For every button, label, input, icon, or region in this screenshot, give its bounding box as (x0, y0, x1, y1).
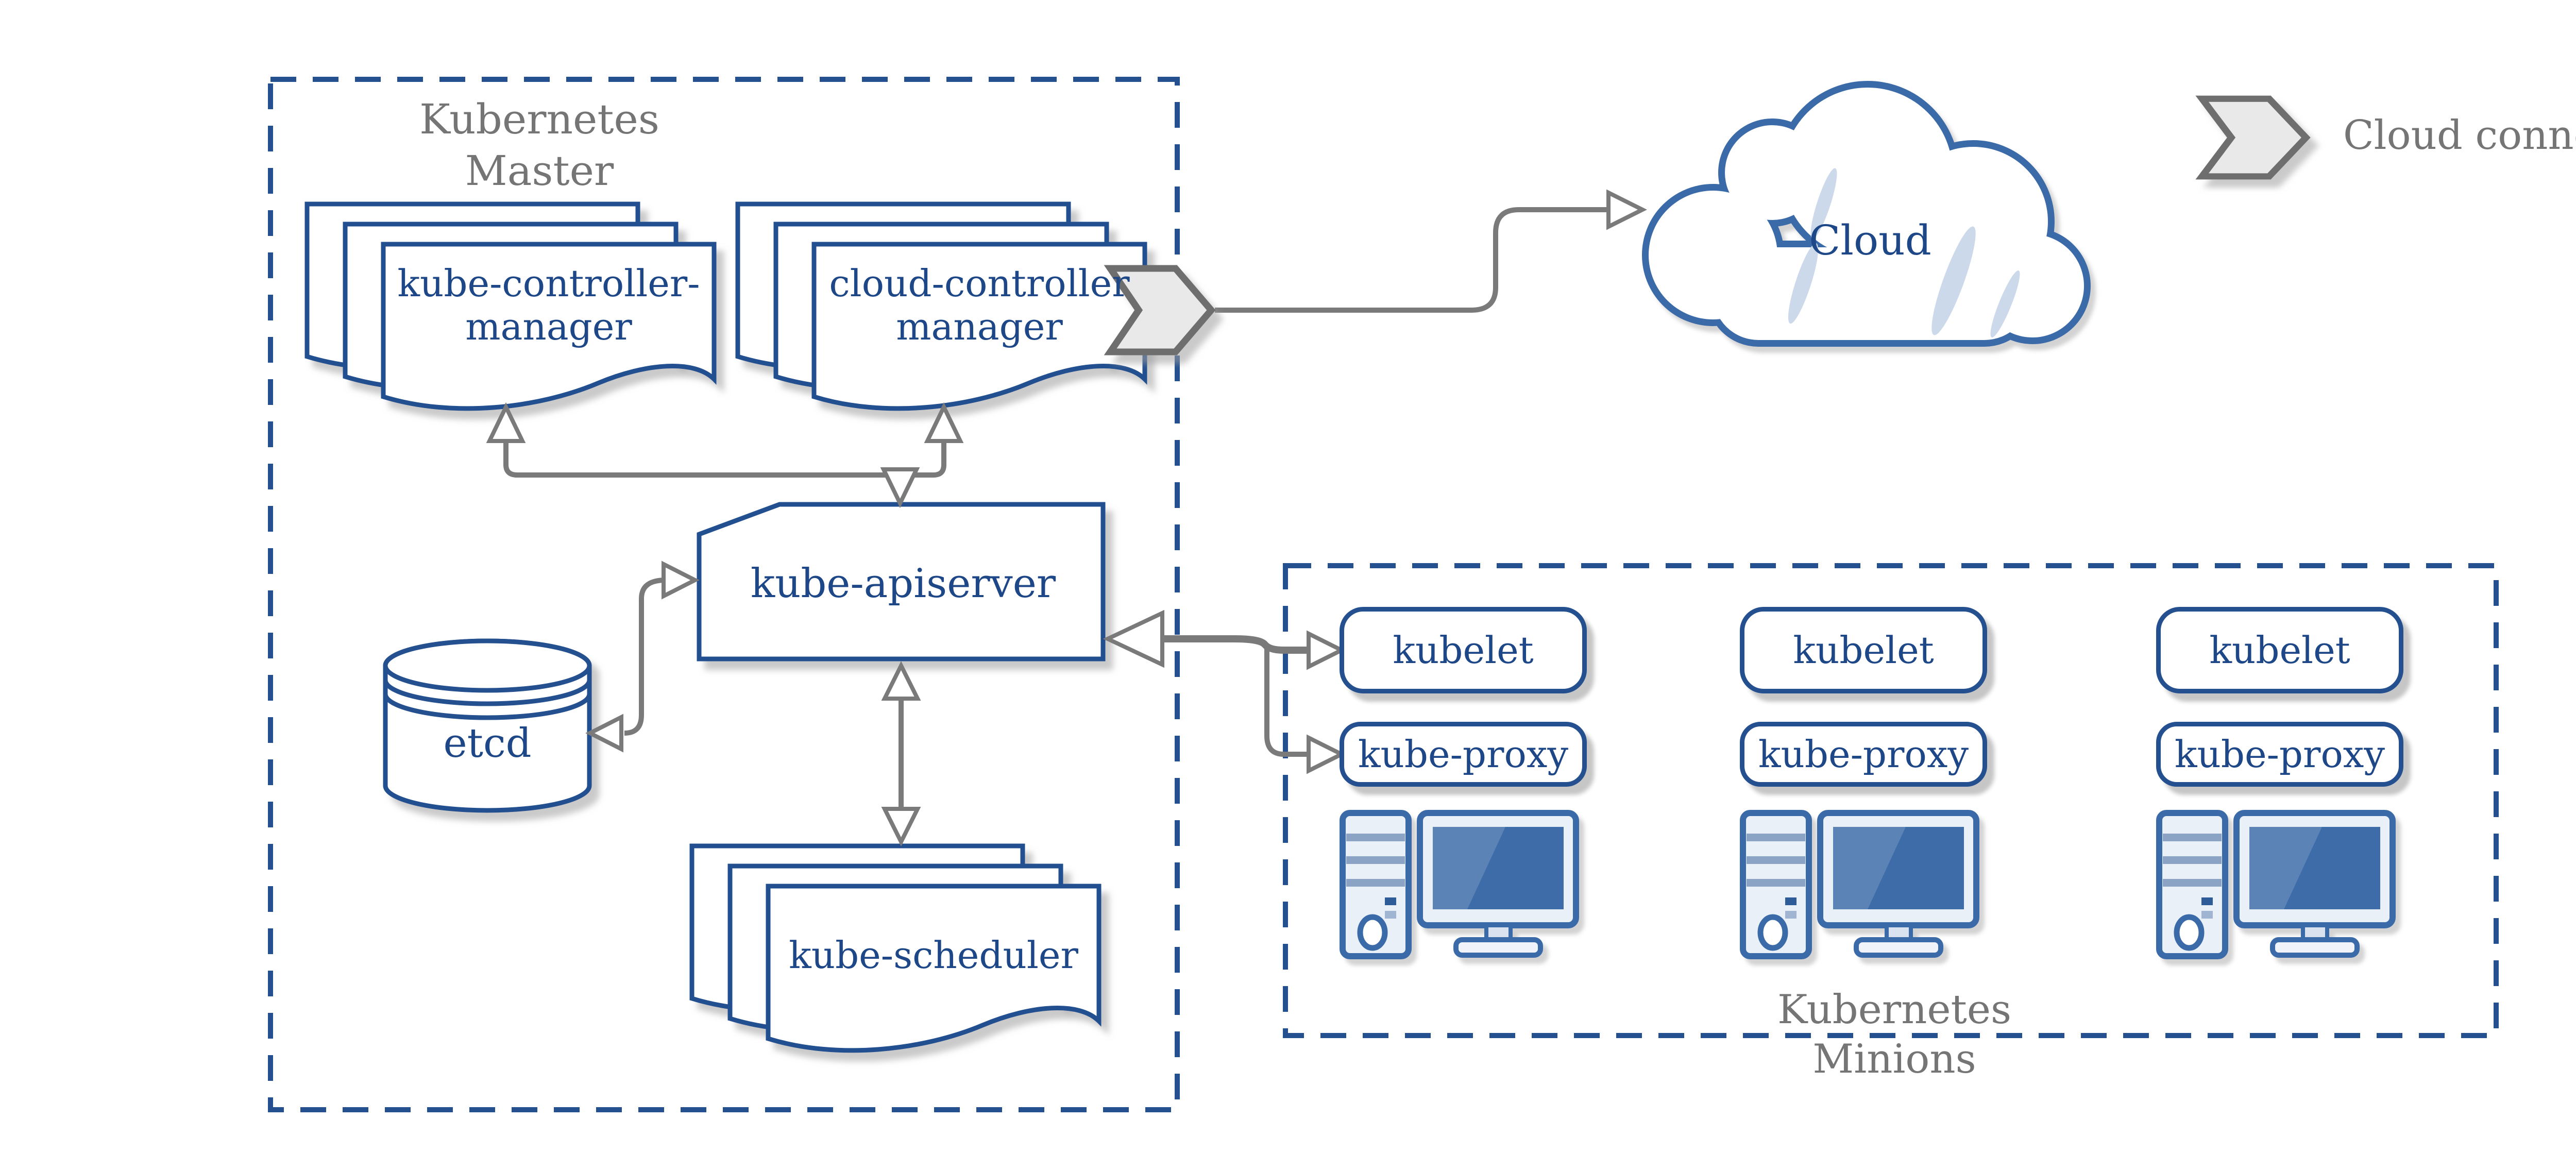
kube-scheduler-label: kube-scheduler (789, 934, 1078, 977)
etcd-label: etcd (443, 720, 532, 767)
kube-proxy-label: kube-proxy (1758, 733, 1969, 776)
kubernetes-minions-box (1283, 563, 2499, 1038)
kubelet-box-node2: kubelet (1740, 607, 1987, 693)
kube-proxy-label: kube-proxy (2174, 733, 2385, 776)
arrow-bus-controller-managers (503, 439, 946, 478)
arrow-cloud-connector-to-cloud (1215, 207, 1606, 313)
kubernetes-master-box (268, 77, 1180, 1112)
arrowheads (486, 189, 1647, 846)
cloud-shape (1642, 81, 2091, 347)
kubelet-label: kubelet (1393, 629, 1534, 672)
computer-icon (1343, 813, 1576, 956)
arrow-apiserver-kube-proxy (1264, 647, 1309, 757)
master-box-label: Kubernetes Master (419, 95, 659, 195)
kube-proxy-label: kube-proxy (1358, 733, 1569, 776)
cloud-connector-legend-icon (2202, 99, 2306, 177)
cloud-controller-manager-label: cloud-controller manager (829, 262, 1130, 348)
cloud-label: Cloud (1809, 216, 1931, 264)
kube-proxy-box-node1: kube-proxy (1340, 722, 1587, 787)
etcd-shape (383, 638, 592, 813)
arrow-apiserver-kubelet (1162, 635, 1309, 654)
computer-icon (1743, 813, 1976, 956)
kubelet-label: kubelet (2209, 629, 2350, 672)
minions-box-label: Kubernetes Minions (1777, 987, 2012, 1082)
cloud-sliver-accents (1788, 168, 2020, 338)
kubelet-box-node3: kubelet (2156, 607, 2403, 693)
kube-controller-manager-label: kube-controller- manager (397, 262, 700, 348)
kube-apiserver-label: kube-apiserver (750, 561, 1056, 607)
kube-apiserver-shape (697, 502, 1106, 662)
cloud-connector-legend-label: Cloud connector (2343, 112, 2576, 159)
kubelet-label: kubelet (1793, 629, 1934, 672)
kube-proxy-box-node2: kube-proxy (1740, 722, 1987, 787)
computer-icon (2159, 813, 2393, 956)
kube-proxy-box-node3: kube-proxy (2156, 722, 2403, 787)
kubelet-box-node1: kubelet (1340, 607, 1587, 693)
arrow-etcd-apiserver (624, 578, 666, 736)
